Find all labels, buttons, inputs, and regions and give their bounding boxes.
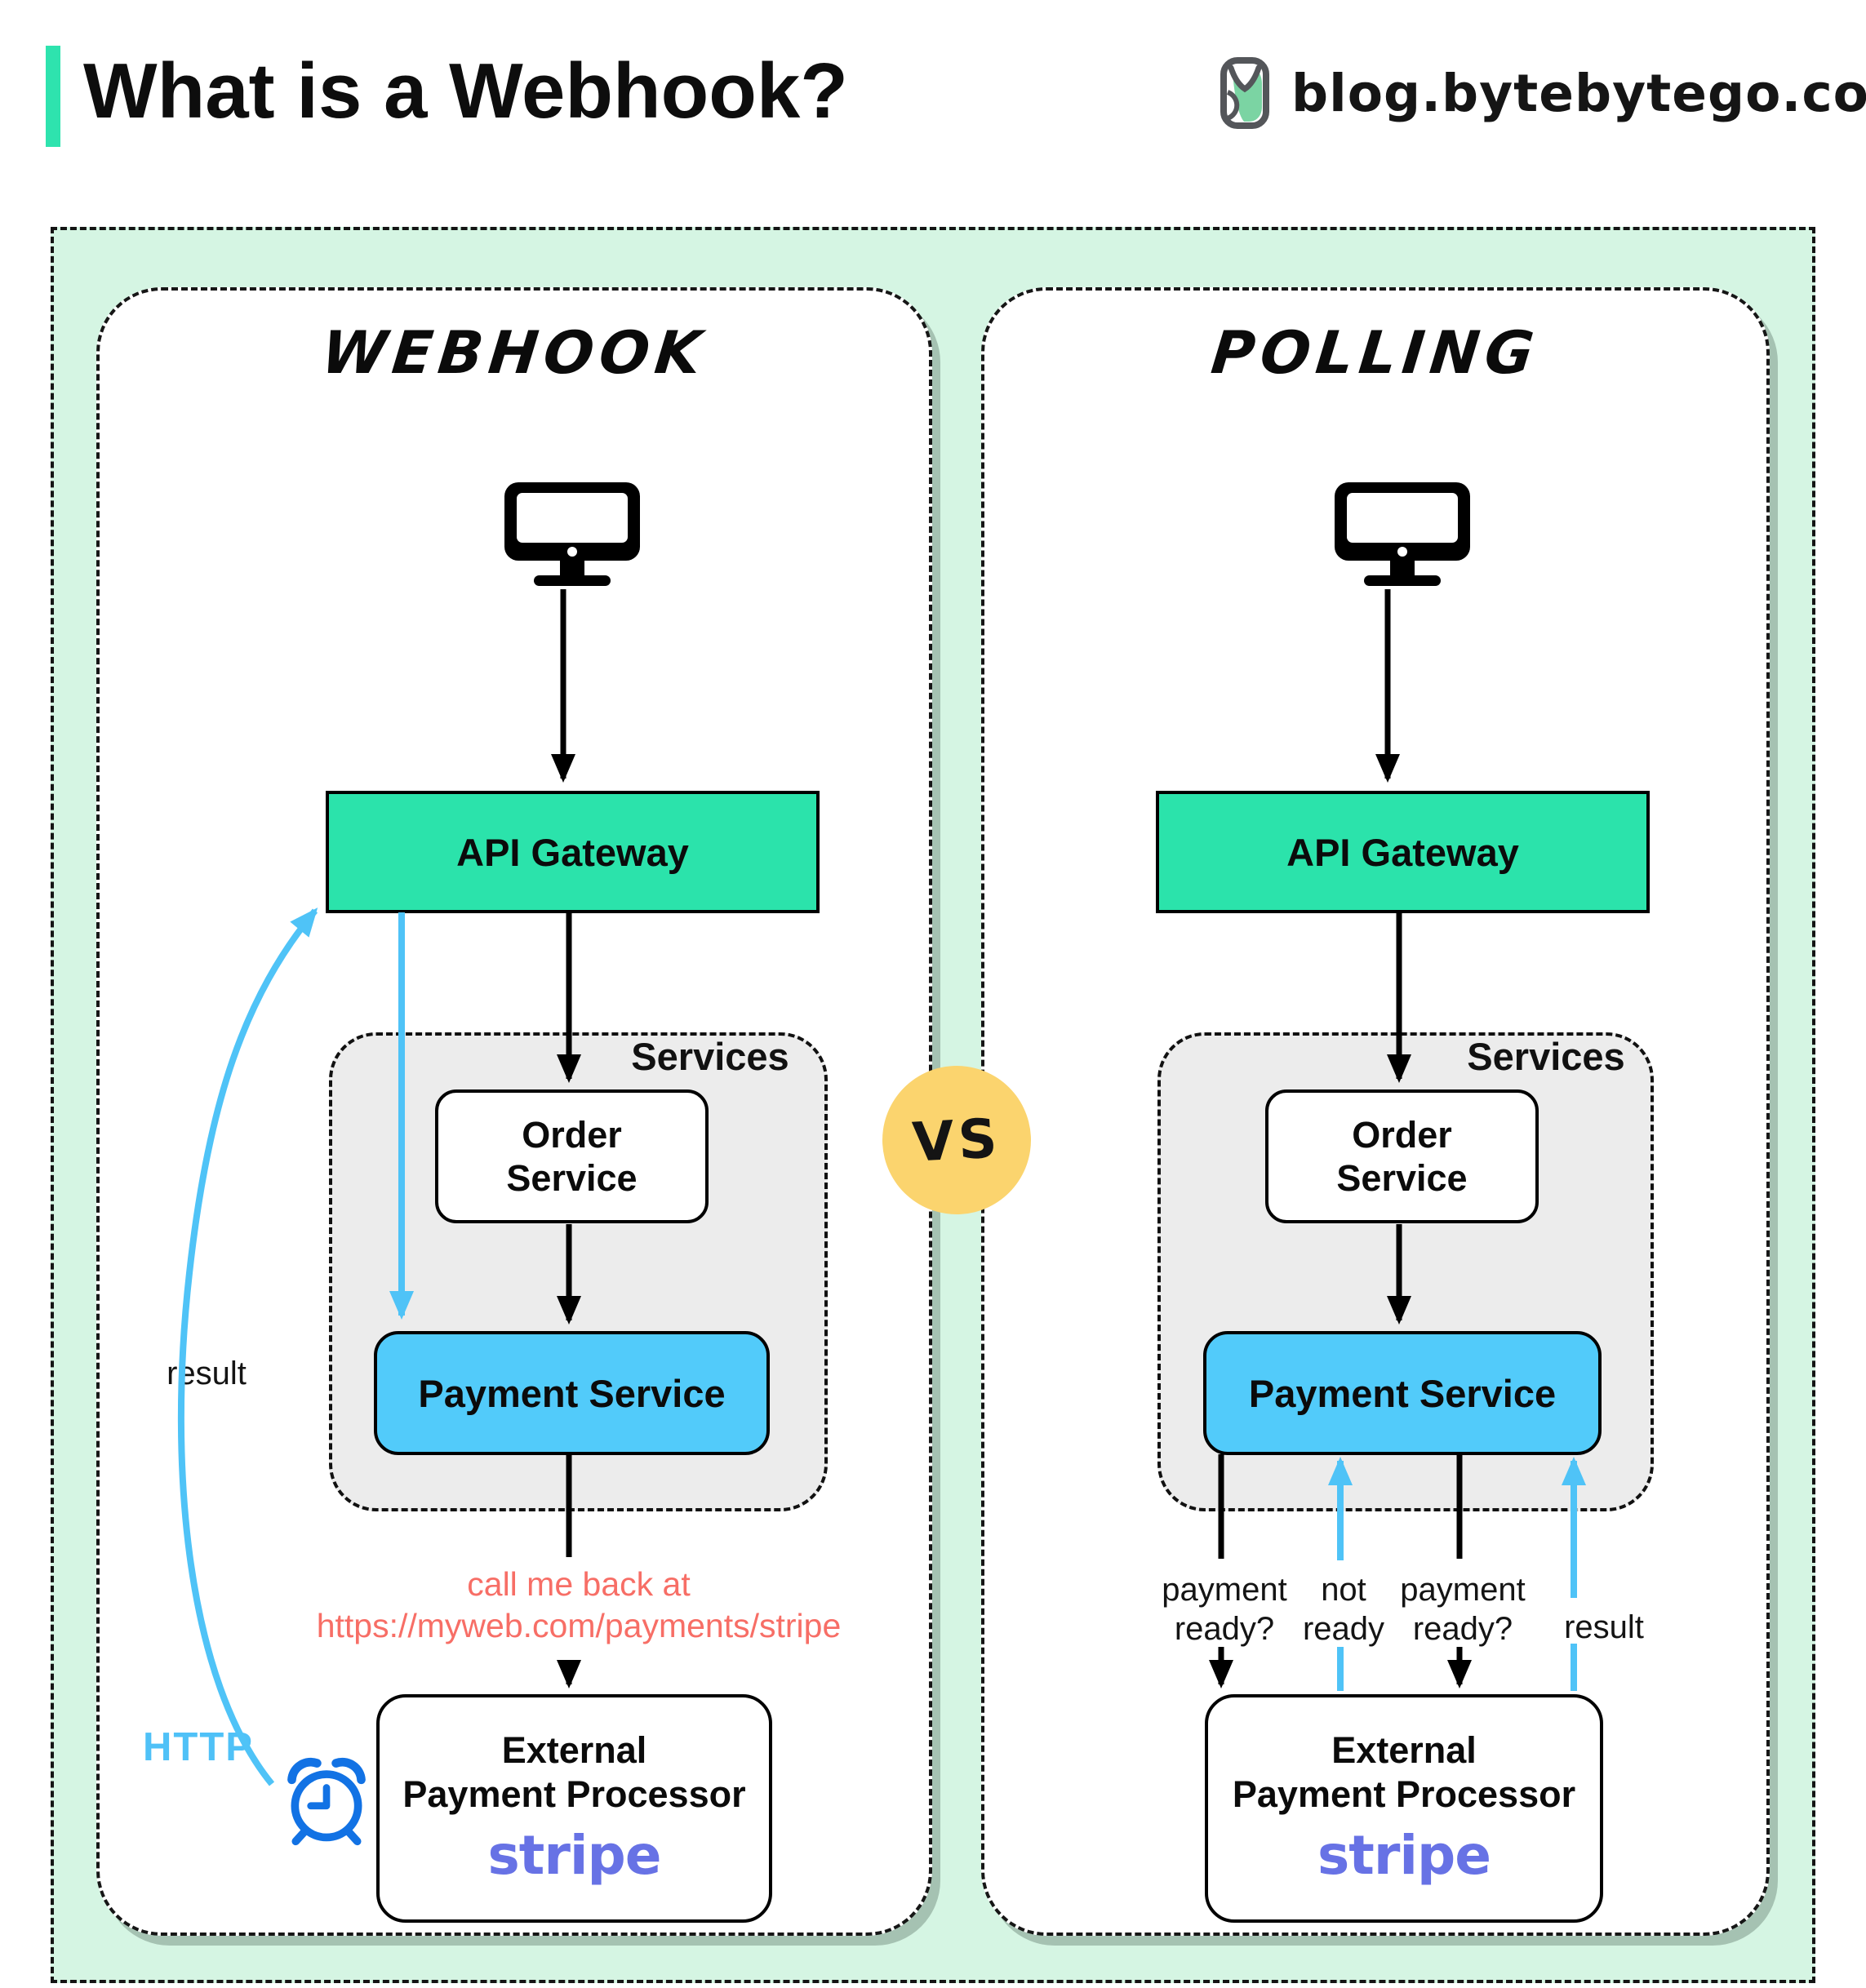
- computer-icon: [503, 481, 642, 588]
- alarm-clock-icon: [279, 1753, 374, 1848]
- stripe-logo: stripe: [1317, 1824, 1491, 1888]
- polling-panel-title: Polling: [1208, 318, 1543, 387]
- bytebytego-logo-icon: [1220, 56, 1270, 130]
- external-processor-box: External Payment Processor stripe: [1205, 1694, 1603, 1923]
- callback-line2: https://myweb.com/payments/stripe: [316, 1607, 842, 1644]
- api-gateway-box: API Gateway: [1156, 791, 1650, 913]
- computer-icon: [1333, 481, 1472, 588]
- result-label: result: [167, 1356, 247, 1391]
- poll-label-payment-ready-1: payment ready?: [1162, 1572, 1287, 1647]
- poll-label-not-ready: not ready: [1302, 1572, 1385, 1647]
- api-gateway-box: API Gateway: [326, 791, 820, 913]
- webhook-panel-title: Webhook: [318, 318, 710, 387]
- http-label: HTTP: [143, 1725, 254, 1769]
- stripe-logo: stripe: [487, 1824, 661, 1888]
- site-url-text: blog.bytebytego.com: [1291, 63, 1866, 123]
- order-service-box: Order Service: [1265, 1089, 1539, 1223]
- order-service-box: Order Service: [435, 1089, 709, 1223]
- external-line1: External: [501, 1729, 647, 1772]
- services-label: Services: [1467, 1034, 1625, 1078]
- poll-label-result: result: [1564, 1609, 1644, 1645]
- external-line1: External: [1331, 1729, 1477, 1772]
- callback-note: call me back at https://myweb.com/paymen…: [285, 1564, 873, 1647]
- payment-service-box: Payment Service: [374, 1331, 770, 1455]
- site-badge: blog.bytebytego.com: [1220, 42, 1866, 144]
- external-line2: Payment Processor: [1232, 1773, 1576, 1816]
- poll-label-payment-ready-2: payment ready?: [1400, 1572, 1526, 1647]
- title-accent-bar: [46, 46, 60, 147]
- external-line2: Payment Processor: [402, 1773, 746, 1816]
- polling-panel: Polling API Gateway Services Order Servi…: [981, 287, 1770, 1936]
- payment-service-box: Payment Service: [1203, 1331, 1602, 1455]
- page-title: What is a Webhook?: [83, 47, 848, 135]
- callback-line1: call me back at: [467, 1565, 691, 1603]
- services-label: Services: [631, 1034, 789, 1078]
- external-processor-box: External Payment Processor stripe: [376, 1694, 772, 1923]
- webhook-panel: Webhook API Gateway Services Order Servi…: [96, 287, 932, 1936]
